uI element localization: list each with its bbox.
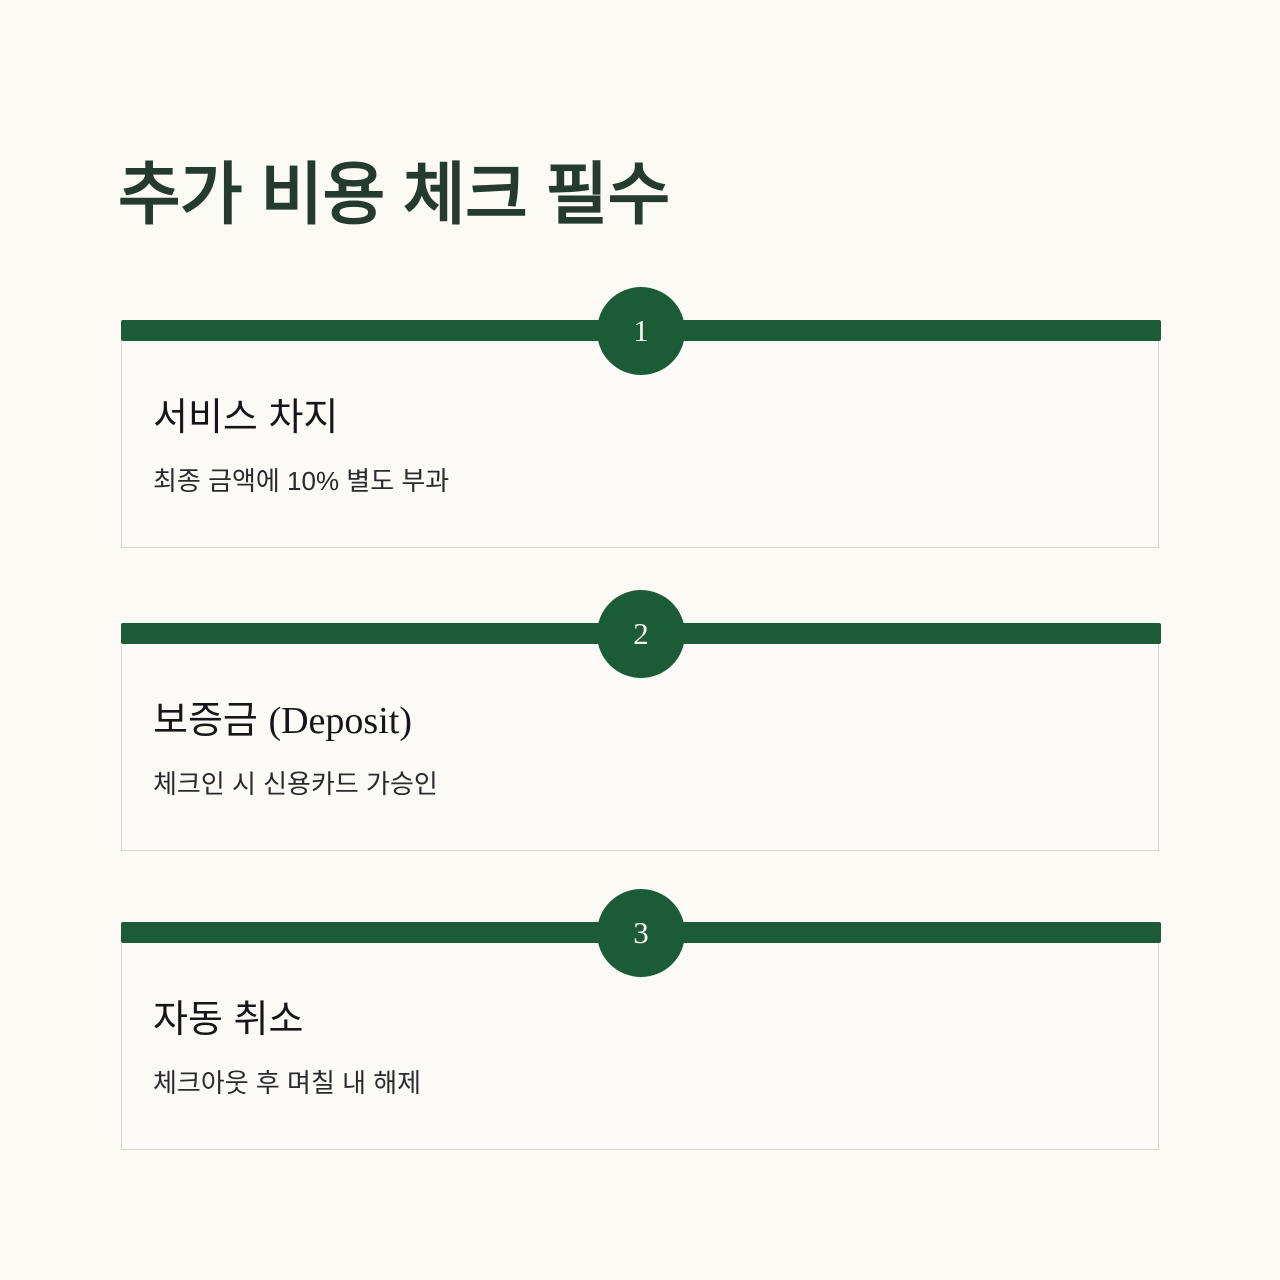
step-number-badge: 2: [597, 590, 685, 678]
step-heading: 서비스 차지: [153, 396, 338, 442]
step-heading-text: 서비스 차지: [153, 397, 339, 439]
step-number-label: 3: [633, 914, 649, 950]
step-card: [121, 943, 1159, 1150]
step-heading-text: 자동 취소: [153, 999, 304, 1041]
step-subtitle: 체크아웃 후 며칠 내 해제: [153, 1068, 422, 1098]
step-heading: 자동 취소: [153, 998, 303, 1044]
step-number-badge: 1: [597, 287, 685, 375]
step-number-badge: 3: [597, 889, 685, 977]
step-card: [121, 644, 1159, 851]
step-number-label: 2: [633, 615, 649, 651]
step-number-label: 1: [633, 312, 649, 348]
step-subtitle: 체크인 시 신용카드 가승인: [153, 769, 438, 799]
step-card: [121, 341, 1159, 548]
list-item: 3 자동 취소 체크아웃 후 며칠 내 해제: [121, 889, 1161, 1150]
step-heading-latin: (Deposit): [268, 700, 412, 742]
step-heading: 보증금 (Deposit): [153, 699, 412, 745]
step-heading-text: 보증금: [153, 700, 269, 742]
step-subtitle: 최종 금액에 10% 별도 부과: [153, 466, 450, 496]
list-item: 2 보증금 (Deposit) 체크인 시 신용카드 가승인: [121, 590, 1161, 851]
list-item: 1 서비스 차지 최종 금액에 10% 별도 부과: [121, 287, 1161, 548]
page-title: 추가 비용 체크 필수: [118, 156, 670, 233]
